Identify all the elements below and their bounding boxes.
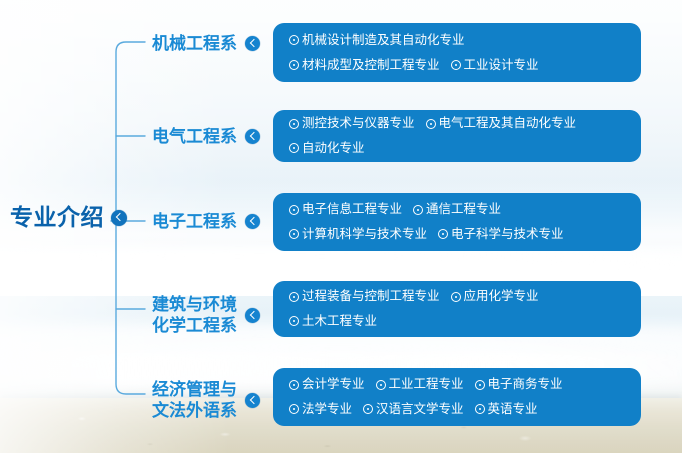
branch-label-line: 经济管理与 [152,380,237,399]
ring-bullet-icon [289,204,299,215]
page-title: 专业介绍 [10,204,104,230]
majors-list-4: 过程装备与控制工程专业 应用化学专业 土木工程专业 [289,287,627,331]
major-label: 计算机科学与技术专业 [302,227,428,241]
ring-bullet-icon [450,291,461,302]
ring-bullet-icon [289,229,299,240]
major-tag[interactable]: 电子商务专业 [474,375,563,394]
ring-bullet-icon [289,404,299,415]
ring-bullet-icon [425,118,436,129]
ring-bullet-icon [375,379,386,390]
chevron-left-circle-icon[interactable] [245,129,260,145]
major-tag[interactable]: 计算机科学与技术专业 [289,225,427,244]
major-tag[interactable]: 工业工程专业 [375,375,464,394]
majors-list-1: 机械设计制造及其自动化专业 材料成型及控制工程专业 工业设计专业 [289,31,627,75]
branch-label-line: 建筑与环境 [152,295,237,314]
ring-bullet-icon [289,316,299,327]
major-tag[interactable]: 英语专业 [474,400,538,419]
major-label: 工业设计专业 [463,57,539,72]
major-tag[interactable]: 法学专业 [289,400,352,419]
major-tag[interactable]: 电气工程及其自动化专业 [425,114,577,133]
major-label: 会计学专业 [302,377,365,392]
branch-label-line: 化学工程系 [152,316,237,336]
majors-list-3: 电子信息工程专业 通信工程专业 计算机科学与技术专业 电子科学与技术专业 [289,200,627,244]
branch-node-3[interactable]: 电子工程系 [152,211,260,232]
majors-box-1: 机械设计制造及其自动化专业 材料成型及控制工程专业 工业设计专业 [273,23,641,82]
major-tag[interactable]: 电子信息工程专业 [289,200,402,219]
major-label: 电气工程及其自动化专业 [438,116,577,131]
chevron-left-circle-icon[interactable] [245,36,260,52]
major-label: 测控技术与仪器专业 [302,116,415,131]
branch-label-line: 电子工程系 [152,212,237,231]
root-node[interactable]: 专业介绍 [10,206,127,229]
ring-bullet-icon [474,379,485,390]
majors-box-2: 测控技术与仪器专业 电气工程及其自动化专业 自动化专业 [273,110,641,162]
major-tag[interactable]: 材料成型及控制工程专业 [289,56,440,75]
major-label: 汉语言文学专业 [376,402,464,416]
majors-box-5: 会计学专业 工业工程专业 电子商务专业 法学专业 汉语言文学专业 英语专业 [273,368,641,426]
ring-bullet-icon [289,35,299,46]
ring-bullet-icon [289,118,299,129]
major-label: 英语专业 [487,402,538,416]
major-tag[interactable]: 通信工程专业 [413,200,501,219]
majors-list-2: 测控技术与仪器专业 电气工程及其自动化专业 自动化专业 [289,114,627,158]
major-label: 自动化专业 [302,141,365,155]
ring-bullet-icon [474,404,485,415]
major-tag[interactable]: 汉语言文学专业 [363,400,464,419]
major-tag[interactable]: 机械设计制造及其自动化专业 [289,31,465,50]
major-tag[interactable]: 电子科学与技术专业 [438,225,564,244]
major-label: 电子商务专业 [487,377,563,392]
ring-bullet-icon [289,59,299,70]
major-label: 土木工程专业 [302,314,378,328]
major-label: 工业工程专业 [388,377,464,392]
major-label: 材料成型及控制工程专业 [302,57,440,72]
major-label: 应用化学专业 [463,289,539,304]
ring-bullet-icon [289,143,299,154]
chevron-left-circle-icon[interactable] [245,392,260,408]
branch-node-1[interactable]: 机械工程系 [152,33,260,54]
branch-label-1: 机械工程系 [152,33,237,54]
branch-label-5: 经济管理与 文法外语系 [152,379,237,421]
major-tag[interactable]: 工业设计专业 [450,56,539,75]
ring-bullet-icon [450,59,461,70]
major-tag[interactable]: 测控技术与仪器专业 [289,114,415,133]
ring-bullet-icon [413,204,424,215]
ring-bullet-icon [289,291,299,302]
majors-list-5: 会计学专业 工业工程专业 电子商务专业 法学专业 汉语言文学专业 英语专业 [289,375,627,419]
major-tag[interactable]: 过程装备与控制工程专业 [289,287,440,306]
majors-box-4: 过程装备与控制工程专业 应用化学专业 土木工程专业 [273,281,641,337]
ring-bullet-icon [438,229,449,240]
branch-node-5[interactable]: 经济管理与 文法外语系 [152,379,260,421]
major-label: 过程装备与控制工程专业 [302,289,440,304]
major-label: 电子科学与技术专业 [451,227,564,241]
branch-label-2: 电气工程系 [152,126,237,147]
chevron-left-circle-icon[interactable] [111,209,127,226]
chevron-left-circle-icon[interactable] [245,307,260,323]
ring-bullet-icon [289,379,299,390]
major-label: 法学专业 [302,402,353,416]
chevron-left-circle-icon[interactable] [245,214,260,230]
major-label: 机械设计制造及其自动化专业 [302,32,465,47]
major-tag[interactable]: 会计学专业 [289,375,365,394]
ring-bullet-icon [363,404,374,415]
major-label: 通信工程专业 [426,202,502,217]
branch-node-2[interactable]: 电气工程系 [152,126,260,147]
major-tag[interactable]: 土木工程专业 [289,312,377,331]
branch-label-line: 机械工程系 [152,34,237,53]
major-tag[interactable]: 应用化学专业 [450,287,539,306]
branch-node-4[interactable]: 建筑与环境 化学工程系 [152,294,260,336]
branch-label-4: 建筑与环境 化学工程系 [152,294,237,336]
branch-label-line: 文法外语系 [152,401,237,421]
background-left-fade [0,0,230,453]
majors-box-3: 电子信息工程专业 通信工程专业 计算机科学与技术专业 电子科学与技术专业 [273,193,641,251]
major-tag[interactable]: 自动化专业 [289,139,365,158]
branch-label-line: 电气工程系 [152,127,237,146]
branch-label-3: 电子工程系 [152,211,237,232]
major-label: 电子信息工程专业 [302,202,403,217]
